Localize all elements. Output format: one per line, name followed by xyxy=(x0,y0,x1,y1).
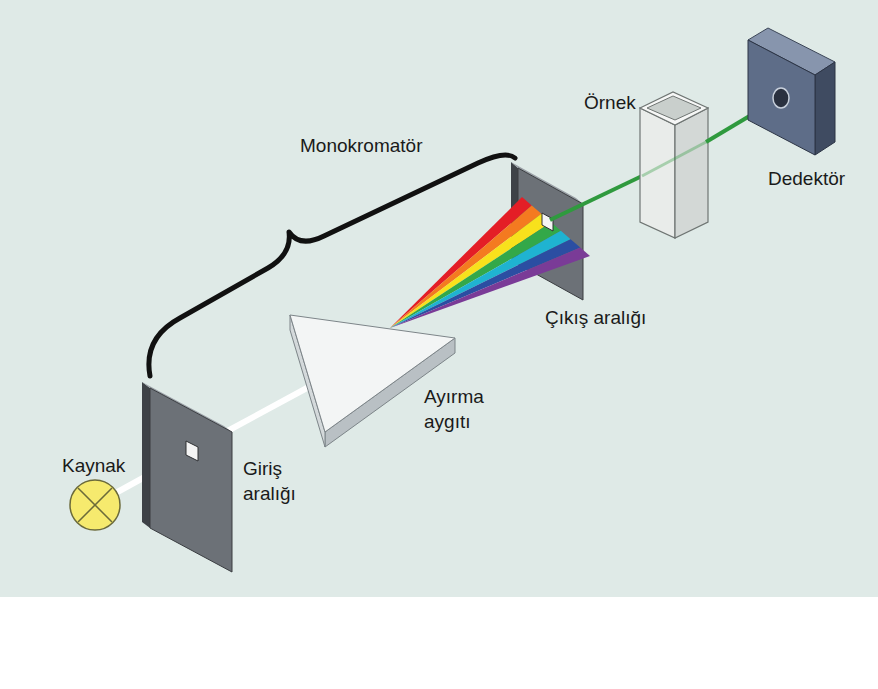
exit-slot xyxy=(542,213,553,231)
entrance-slit xyxy=(142,382,232,572)
part-label: Monokromatör xyxy=(300,133,423,158)
part-label: Giriş aralığı xyxy=(243,456,321,506)
sample-cuvette xyxy=(640,92,708,238)
background xyxy=(0,0,878,597)
part-label: Ayırma aygıtı xyxy=(424,384,510,434)
part-label: Dedektör xyxy=(768,166,845,191)
part-label: Çıkış aralığı xyxy=(545,305,646,330)
detector xyxy=(748,28,835,155)
part-label: Kaynak xyxy=(62,453,125,478)
part-label: Örnek xyxy=(584,90,636,115)
page-margin xyxy=(0,597,878,689)
light-source xyxy=(70,480,120,530)
monochromator-brace xyxy=(149,155,515,376)
spectrum-band xyxy=(390,231,571,328)
green-beam xyxy=(550,176,642,220)
